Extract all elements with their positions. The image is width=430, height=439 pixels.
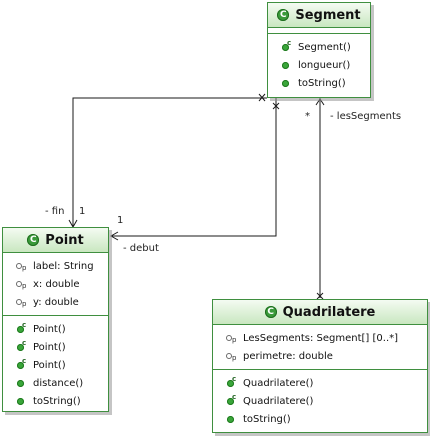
- operation-row[interactable]: Point(): [3, 338, 108, 356]
- association-lessegments-line: [315, 98, 325, 300]
- attribute-label: perimetre: double: [243, 350, 333, 362]
- attribute-row[interactable]: label: String: [3, 257, 108, 275]
- class-quadrilatere[interactable]: C Quadrilatere LesSegments: Segment[] [0…: [212, 299, 428, 433]
- class-point[interactable]: C Point label: String x: double y: doubl…: [2, 227, 109, 412]
- public-method-icon: [15, 395, 29, 407]
- class-header: C Quadrilatere: [213, 300, 427, 325]
- operations-section: Quadrilatere() Quadrilatere() toString(): [213, 369, 427, 432]
- operation-row[interactable]: Quadrilatere(): [213, 374, 427, 392]
- class-name: Point: [45, 232, 84, 248]
- private-field-icon: [15, 278, 29, 290]
- debut-multiplicity-label: 1: [117, 215, 124, 226]
- attribute-label: y: double: [33, 296, 79, 308]
- operation-row[interactable]: toString(): [3, 392, 108, 410]
- private-field-icon: [225, 332, 239, 344]
- attribute-label: LesSegments: Segment[] [0..*]: [243, 332, 399, 344]
- constructor-icon: [15, 357, 29, 371]
- operation-label: toString(): [298, 77, 346, 89]
- attribute-row[interactable]: y: double: [3, 293, 108, 311]
- operation-row[interactable]: toString(): [268, 74, 370, 92]
- class-name: Segment: [295, 7, 361, 23]
- attributes-section: label: String x: double y: double: [3, 253, 108, 315]
- operation-row[interactable]: Point(): [3, 320, 108, 338]
- lessegments-multiplicity-label: *: [305, 111, 310, 122]
- lessegments-role-label: - lesSegments: [330, 111, 402, 122]
- public-method-icon: [15, 377, 29, 389]
- operation-row[interactable]: toString(): [213, 410, 427, 428]
- attribute-row[interactable]: LesSegments: Segment[] [0..*]: [213, 329, 427, 347]
- attribute-label: x: double: [33, 278, 80, 290]
- class-header: C Segment: [268, 3, 370, 28]
- private-field-icon: [225, 350, 239, 362]
- operation-label: Point(): [33, 341, 66, 353]
- operation-label: Point(): [33, 359, 66, 371]
- private-field-icon: [15, 260, 29, 272]
- public-method-icon: [280, 77, 294, 89]
- class-name: Quadrilatere: [282, 304, 376, 320]
- operation-row[interactable]: distance(): [3, 374, 108, 392]
- operation-label: distance(): [33, 377, 84, 389]
- constructor-icon: [225, 375, 239, 389]
- association-fin-line: [68, 93, 267, 229]
- attribute-row[interactable]: perimetre: double: [213, 347, 427, 365]
- operations-section: Point() Point() Point() distance() toStr…: [3, 315, 108, 414]
- operation-row[interactable]: Point(): [3, 356, 108, 374]
- operation-row[interactable]: Quadrilatere(): [213, 392, 427, 410]
- operation-label: Quadrilatere(): [243, 395, 314, 407]
- public-method-icon: [280, 59, 294, 71]
- fin-role-label: - fin: [45, 206, 65, 217]
- constructor-icon: [15, 339, 29, 353]
- operation-row[interactable]: longueur(): [268, 56, 370, 74]
- operation-label: toString(): [243, 413, 291, 425]
- debut-role-label: - debut: [123, 243, 159, 254]
- class-icon: C: [27, 234, 40, 246]
- class-header: C Point: [3, 228, 108, 253]
- operation-label: Quadrilatere(): [243, 377, 314, 389]
- operation-label: toString(): [33, 395, 81, 407]
- operation-label: Segment(): [298, 41, 351, 53]
- association-debut-line: [109, 98, 280, 241]
- class-segment[interactable]: C Segment Segment() longueur() toString(…: [267, 2, 371, 98]
- constructor-icon: [15, 321, 29, 335]
- attribute-label: label: String: [33, 260, 94, 272]
- class-icon: C: [264, 306, 277, 318]
- attribute-row[interactable]: x: double: [3, 275, 108, 293]
- operation-label: Point(): [33, 323, 66, 335]
- private-field-icon: [15, 296, 29, 308]
- operations-section: Segment() longueur() toString(): [268, 33, 370, 96]
- operation-row[interactable]: Segment(): [268, 38, 370, 56]
- constructor-icon: [225, 393, 239, 407]
- fin-multiplicity-label: 1: [79, 206, 86, 217]
- attributes-section: LesSegments: Segment[] [0..*] perimetre:…: [213, 325, 427, 369]
- public-method-icon: [225, 413, 239, 425]
- class-icon: C: [277, 9, 290, 21]
- operation-label: longueur(): [298, 59, 351, 71]
- constructor-icon: [280, 39, 294, 53]
